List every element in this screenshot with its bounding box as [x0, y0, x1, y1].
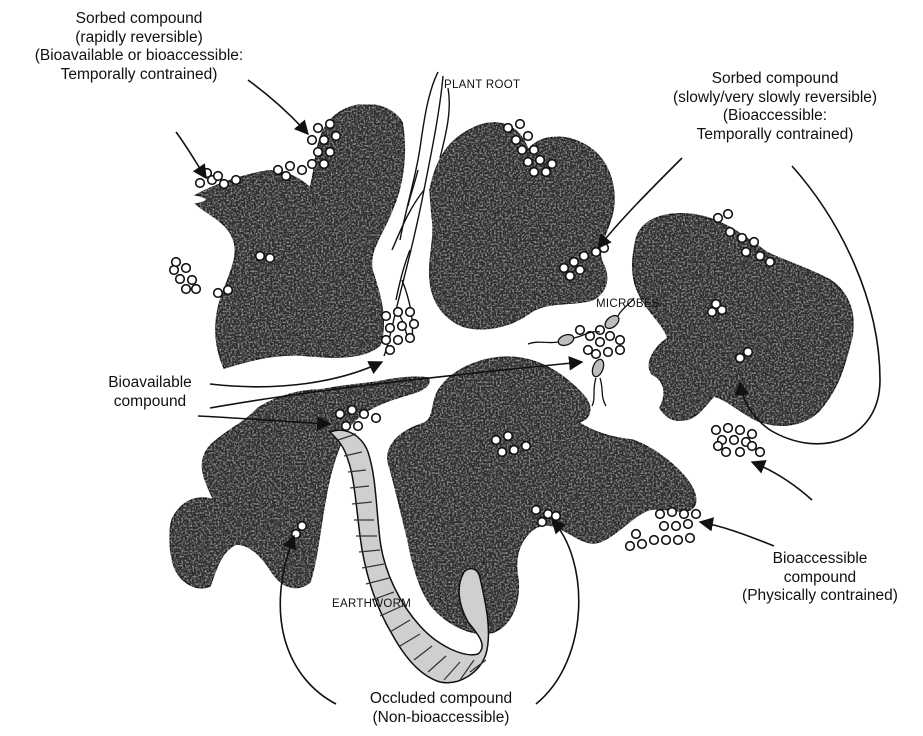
label-sorbed-slow-line2: (slowly/very slowly reversible) — [630, 89, 920, 108]
label-occluded-line1: Occluded compound — [336, 690, 546, 709]
label-sorbed-slow-line3: (Bioaccessible: — [630, 107, 920, 126]
aggregate-bottom-center — [388, 357, 696, 633]
label-bioaccessible-line2: compound — [720, 569, 920, 588]
label-bioavailable-line1: Bioavailable — [90, 374, 210, 393]
label-bioaccessible-line1: Bioaccessible — [720, 550, 920, 569]
label-sorbed-rapid: Sorbed compound (rapidly reversible) (Bi… — [4, 10, 274, 84]
aggregate-top-left — [196, 105, 404, 368]
label-plant-root: PLANT ROOT — [444, 79, 520, 93]
label-bioaccessible: Bioaccessible compound (Physically contr… — [720, 550, 920, 606]
label-microbes: MICROBES — [596, 298, 660, 312]
label-sorbed-slow-line1: Sorbed compound — [630, 70, 920, 89]
label-sorbed-rapid-line3: (Bioavailable or bioaccessible: — [4, 47, 274, 66]
label-bioavailable: Bioavailable compound — [90, 374, 210, 411]
label-bioaccessible-line3: (Physically contrained) — [720, 587, 920, 606]
label-sorbed-slow-line4: Temporally contrained) — [630, 126, 920, 145]
label-occluded-line2: (Non-bioaccessible) — [336, 709, 546, 728]
label-sorbed-rapid-line4: Temporally contrained) — [4, 66, 274, 85]
label-sorbed-rapid-line2: (rapidly reversible) — [4, 29, 274, 48]
label-bioavailable-line2: compound — [90, 393, 210, 412]
label-sorbed-rapid-line1: Sorbed compound — [4, 10, 274, 29]
label-occluded: Occluded compound (Non-bioaccessible) — [336, 690, 546, 727]
label-sorbed-slow: Sorbed compound (slowly/very slowly reve… — [630, 70, 920, 144]
label-earthworm: EARTHWORM — [332, 598, 411, 612]
